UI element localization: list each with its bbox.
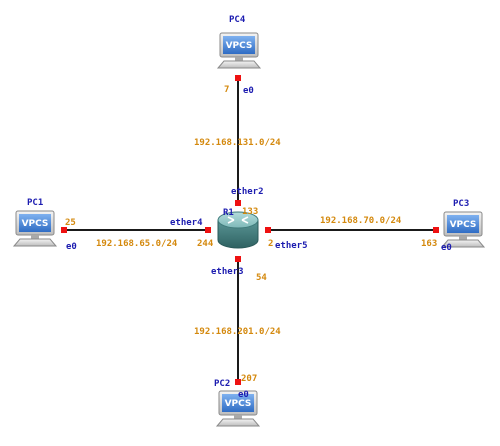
port-pc2-e0[interactable] (235, 379, 241, 385)
port-pc1-e0[interactable] (61, 227, 67, 233)
port-r1-ether2[interactable] (235, 200, 241, 206)
port-r1-ether3[interactable] (235, 256, 241, 262)
port-pc3-e0[interactable] (433, 227, 439, 233)
pc3-iface-label: e0 (441, 243, 452, 253)
pc3-label: PC3 (453, 199, 469, 209)
network-north-label: 192.168.131.0/24 (194, 138, 281, 148)
pc1-host-label: 25 (65, 218, 76, 228)
pc3-host-label: 163 (421, 239, 437, 249)
pc3-screen-text: VPCS (450, 220, 477, 230)
r1-ether3-label: ether3 (211, 267, 244, 277)
pc2-label: PC2 (214, 379, 230, 389)
pc4-screen-text: VPCS (226, 41, 253, 51)
pc4-label: PC4 (229, 15, 246, 25)
pc1-screen-text: VPCS (22, 219, 49, 229)
port-pc4-e0[interactable] (235, 75, 241, 81)
pc2-node[interactable]: PC2 VPCS (214, 379, 260, 427)
router-label: R1 (223, 208, 234, 218)
desktop-computer-icon: VPCS (216, 390, 260, 427)
r1-ether5-host-label: 2 (268, 239, 273, 249)
desktop-computer-icon: VPCS (13, 210, 57, 247)
r1-ether2-host-label: 133 (242, 207, 258, 217)
pc2-screen-text: VPCS (225, 399, 252, 409)
desktop-computer-icon: VPCS (441, 211, 485, 248)
network-west-label: 192.168.65.0/24 (96, 239, 178, 249)
pc1-iface-label: e0 (66, 242, 77, 252)
port-r1-ether4[interactable] (205, 227, 211, 233)
router-r1[interactable]: R1 (217, 208, 259, 249)
pc1-label: PC1 (27, 198, 43, 208)
r1-ether5-label: ether5 (275, 241, 308, 251)
r1-ether4-host-label: 244 (197, 239, 214, 249)
pc4-host-label: 7 (224, 85, 229, 95)
r1-ether4-label: ether4 (170, 218, 203, 228)
port-r1-ether5[interactable] (265, 227, 271, 233)
network-south-label: 192.168.201.0/24 (194, 327, 281, 337)
r1-ether3-host-label: 54 (256, 273, 267, 283)
pc2-host-label: 207 (241, 374, 257, 384)
desktop-computer-icon: VPCS (217, 32, 261, 69)
pc4-node[interactable]: PC4 VPCS (217, 15, 261, 69)
router-icon (217, 211, 259, 249)
pc3-node[interactable]: PC3 VPCS (441, 199, 485, 248)
pc1-node[interactable]: PC1 VPCS (13, 198, 57, 247)
network-east-label: 192.168.70.0/24 (320, 216, 402, 226)
pc2-iface-label: e0 (238, 390, 249, 400)
r1-ether2-label: ether2 (231, 187, 264, 197)
pc4-iface-label: e0 (243, 86, 254, 96)
